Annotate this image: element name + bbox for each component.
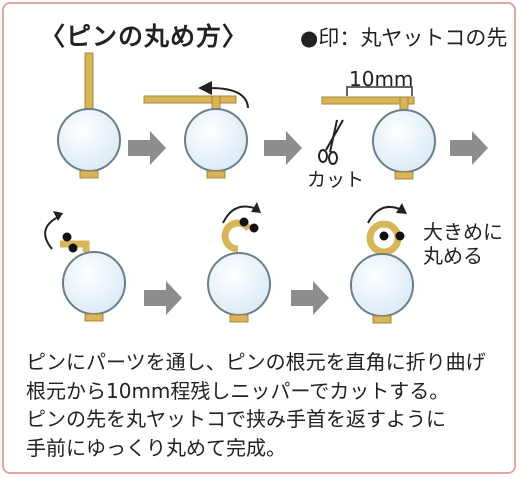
- plier-tip-marker: [68, 243, 78, 253]
- instruction-line: 根元から10mm程残しニッパーでカットする。: [26, 378, 450, 403]
- plier-tip-marker: [379, 231, 389, 241]
- step1-straight-pin: [57, 52, 121, 179]
- measure-label: 10mm: [349, 67, 414, 91]
- instruction-line: ピンにパーツを通し、ピンの根元を直角に折り曲げ: [26, 350, 486, 374]
- flow-arrow-3: [450, 131, 488, 165]
- rotate-arrow-left: [44, 215, 61, 250]
- page-title: 〈ピンの丸め方〉: [40, 22, 249, 51]
- step6-finished-loop: [350, 203, 414, 324]
- flow-arrow-1: [128, 131, 166, 165]
- plier-tip-marker: [62, 232, 72, 242]
- bend-direction-arrow: [209, 87, 249, 109]
- step4-grip-tip: [44, 211, 126, 322]
- plier-tip-marker: [249, 223, 259, 233]
- step5-curl-loop: [207, 202, 271, 323]
- step3-cut-pin: [321, 86, 436, 180]
- round-label: 大きめに 丸める: [423, 220, 503, 268]
- flow-arrow-4: [144, 281, 182, 315]
- instruction-text: ピンにパーツを通し、ピンの根元を直角に折り曲げ 根元から10mm程残しニッパーで…: [26, 348, 506, 462]
- instruction-line: ピンの先を丸ヤットコで挟み手首を返すように: [26, 407, 446, 431]
- round-label-line2: 丸める: [423, 244, 483, 268]
- plier-tip-marker: [239, 217, 249, 227]
- cut-label: カット: [307, 169, 365, 191]
- rotate-arrow-right: [367, 206, 403, 224]
- rotate-arrow-right: [222, 205, 258, 224]
- flow-arrow-5: [291, 281, 329, 315]
- flow-arrow-2: [264, 131, 302, 165]
- round-label-line1: 大きめに: [423, 220, 503, 244]
- legend-text: ●印：丸ヤットコの先: [300, 26, 508, 50]
- instruction-line: 手前にゆっくり丸めて完成。: [26, 435, 286, 460]
- measure-bracket: [346, 86, 413, 96]
- plier-tip-marker: [395, 231, 405, 241]
- step2-bend-pin: [143, 81, 249, 179]
- scissors-icon: [318, 119, 344, 165]
